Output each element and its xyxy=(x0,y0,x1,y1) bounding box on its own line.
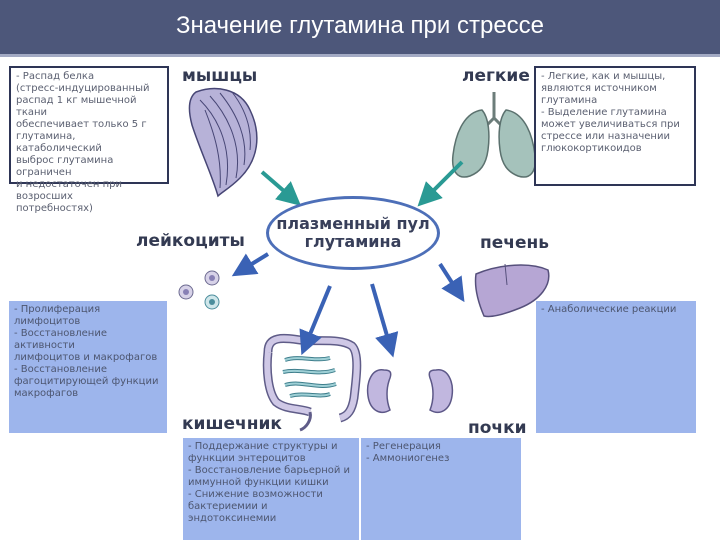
box-line: - Выделение глутамина xyxy=(541,107,667,118)
lungs-illustration xyxy=(451,92,537,178)
title-bar xyxy=(0,0,720,54)
arrow-pool-to-kidneys xyxy=(370,283,399,358)
box-line: - Аммониогенез xyxy=(366,453,450,464)
arrow-lungs-to-pool xyxy=(417,160,464,207)
label-kidneys: почки xyxy=(468,418,527,438)
box-line: распад 1 кг мышечной ткани xyxy=(16,95,137,118)
label-liver: печень xyxy=(480,233,549,253)
box-line: - Распад белка xyxy=(16,71,95,82)
intestine-illustration xyxy=(262,333,362,432)
arrow-pool-to-liver xyxy=(438,262,465,303)
box-line: функции энтероцитов xyxy=(188,453,306,464)
pool-line-1: плазменный пул xyxy=(276,214,430,233)
label-muscles: мышцы xyxy=(182,66,258,86)
box-line: глутамина xyxy=(541,95,598,106)
arrow-muscles-to-pool xyxy=(260,170,302,206)
box-line: - Поддержание структуры и xyxy=(188,441,338,452)
pool-line-2: глутамина xyxy=(304,232,402,251)
box-line: фагоцитирующей функции xyxy=(14,376,159,387)
box-line: потребностях) xyxy=(16,203,93,214)
leukocytes-box: - Пролиферация лимфоцитов - Восстановлен… xyxy=(9,301,167,433)
arrow-pool-to-intestine xyxy=(299,285,332,356)
label-intestine: кишечник xyxy=(182,414,282,434)
box-line: - Восстановление барьерной и xyxy=(188,465,351,476)
box-line: являются источником xyxy=(541,83,657,94)
title-divider xyxy=(0,54,720,57)
box-line: иммунной функции кишки xyxy=(188,477,329,488)
box-line: - Снижение возможности xyxy=(188,489,323,500)
box-line: - Восстановление xyxy=(14,364,107,375)
intestine-box: - Поддержание структуры и функции энтеро… xyxy=(183,438,359,540)
box-line: бактериемии и xyxy=(188,501,268,512)
box-line: обеспечивает только 5 г xyxy=(16,119,147,130)
box-line: выброс глутамина ограничен xyxy=(16,155,114,178)
box-line: - Регенерация xyxy=(366,441,441,452)
box-line: макрофагов xyxy=(14,388,79,399)
glutamine-pool: плазменный пул глутамина xyxy=(266,196,440,270)
label-lungs: легкие xyxy=(462,66,530,86)
box-line: лимфоцитов и макрофагов xyxy=(14,352,158,363)
arrow-pool-to-leukocytes xyxy=(231,252,270,277)
leukocytes-illustration xyxy=(178,270,220,310)
box-line: (стресс-индуцированный xyxy=(16,83,150,94)
lungs-box: - Легкие, как и мышцы, являются источник… xyxy=(534,66,696,186)
slide-title: Значение глутамина при стрессе xyxy=(175,12,545,39)
box-line: - Легкие, как и мышцы, xyxy=(541,71,666,82)
box-line: глюкокортикоидов xyxy=(541,143,642,154)
liver-illustration xyxy=(474,263,550,318)
box-line: может увеличиваться при xyxy=(541,119,680,130)
box-line: - Пролиферация лимфоцитов xyxy=(14,304,101,327)
liver-box: - Анаболические реакции xyxy=(536,301,696,433)
box-line: и недостаточен при возросших xyxy=(16,179,122,202)
box-line: - Восстановление активности xyxy=(14,328,107,351)
muscle-illustration xyxy=(188,87,258,198)
kidneys-box: - Регенерация - Аммониогенез xyxy=(361,438,521,540)
kidneys-illustration xyxy=(366,369,454,414)
box-line: эндотоксинемии xyxy=(188,513,277,524)
label-leukocytes: лейкоциты xyxy=(136,231,245,251)
box-line: глутамина, катаболический xyxy=(16,131,102,154)
box-line: - Анаболические реакции xyxy=(541,304,677,315)
box-line: стрессе или назначении xyxy=(541,131,670,142)
muscles-box: - Распад белка (стресс-индуцированный ра… xyxy=(9,66,169,214)
